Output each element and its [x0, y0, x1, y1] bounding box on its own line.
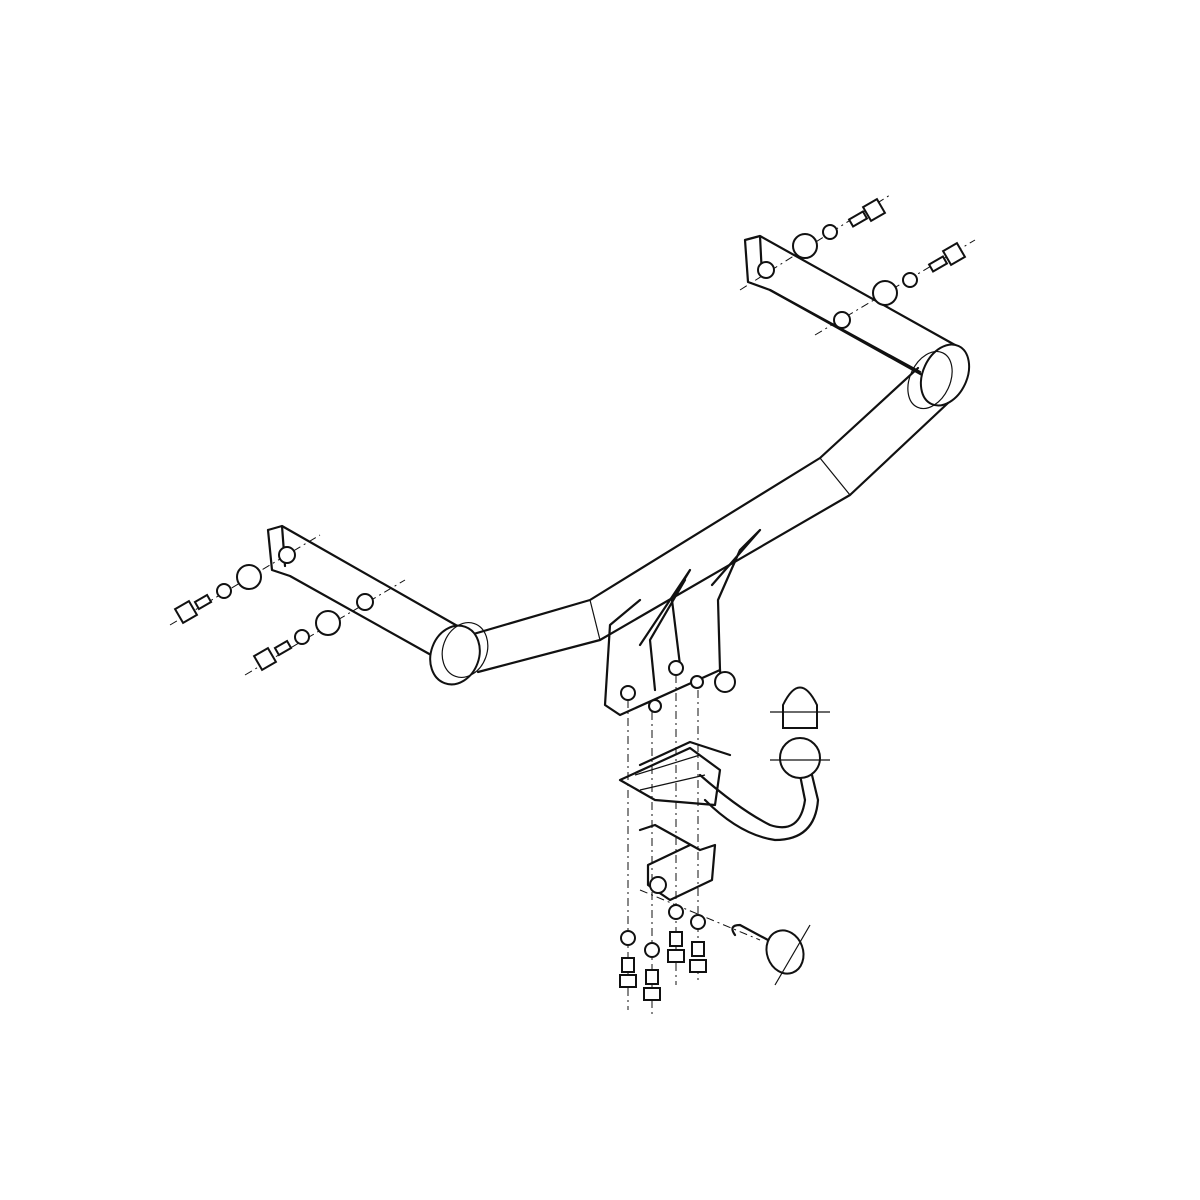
lower-bolts-and-nuts	[619, 904, 707, 1001]
right-bolt-set-lower	[833, 241, 967, 329]
left-bolt-set-upper	[173, 546, 296, 625]
right-tube-bend	[907, 343, 971, 410]
hitch-mounting-plate	[618, 740, 732, 807]
electrical-socket	[731, 923, 811, 986]
lower-bracket	[638, 823, 761, 941]
left-tube-bend	[429, 622, 489, 686]
tow-ball	[770, 737, 830, 779]
left-mounting-arm	[169, 524, 470, 676]
main-crossbar-tube	[468, 366, 950, 674]
tow-ball-cap	[770, 686, 830, 729]
right-bolt-set-upper	[757, 197, 887, 279]
tow-hitch-arm	[698, 773, 820, 842]
left-bolt-set-lower	[252, 593, 374, 672]
